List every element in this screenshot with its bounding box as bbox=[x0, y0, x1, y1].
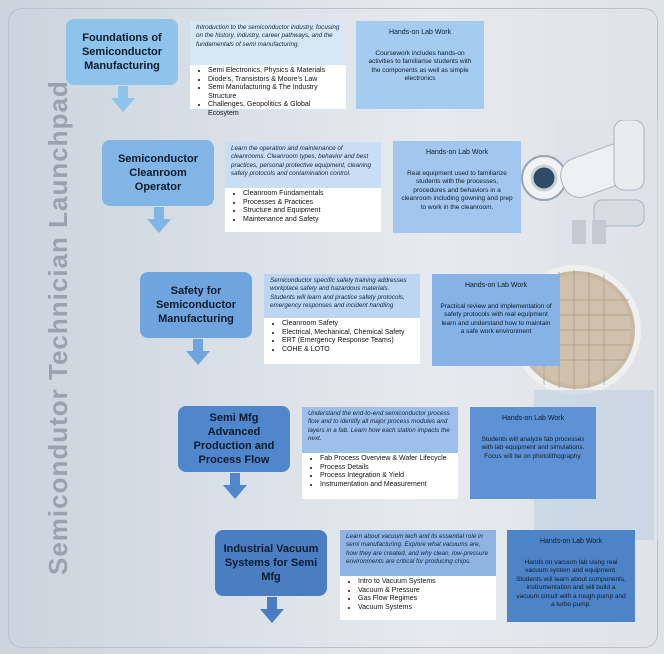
side-title: Semicondutor Technician Launchpad bbox=[43, 80, 73, 575]
module-4-lab-box: Hands-on Lab Work Students will analyze … bbox=[470, 407, 596, 499]
topic: Processes & Practices bbox=[243, 199, 375, 208]
topic: Structure and Equipment bbox=[243, 207, 375, 216]
down-arrow-icon bbox=[111, 86, 135, 112]
topic: Vacuum Systems bbox=[358, 604, 490, 613]
module-5-lab-box: Hands-on Lab Work Hands on vacuum lab us… bbox=[507, 530, 635, 622]
module-5-topics: Intro to Vacuum Systems Vacuum & Pressur… bbox=[340, 576, 496, 620]
topic: Challenges, Geopolitics & Global Ecosyte… bbox=[208, 101, 340, 118]
module-1-title: Foundations of Semiconductor Manufacturi… bbox=[66, 19, 178, 85]
topic: Gas Flow Regimes bbox=[358, 595, 490, 604]
lab-text: Coursework includes hands-on activities … bbox=[368, 49, 472, 83]
topic: Semi Manufacturing & The Industry Struct… bbox=[208, 84, 340, 101]
down-arrow-icon bbox=[223, 473, 247, 499]
module-1-description: Introduction to the semiconductor indust… bbox=[190, 21, 346, 65]
lab-text: Real equipment used to familiarize stude… bbox=[401, 169, 513, 211]
module-3-topics: Cleanroom Safety Electrical, Mechanical,… bbox=[264, 318, 420, 364]
topic: Semi Electronics, Physics & Materials bbox=[208, 67, 340, 76]
module-3-title: Safety for Semiconductor Manufacturing bbox=[140, 272, 252, 338]
module-5-description: Learn about vacuum tech and its essentia… bbox=[340, 530, 496, 576]
module-2-description: Learn the operation and maintenance of c… bbox=[225, 142, 381, 188]
topic: Electrical, Mechanical, Chemical Safety bbox=[282, 329, 414, 338]
module-4-description: Understand the end-to-end semiconductor … bbox=[302, 407, 458, 453]
topic: Cleanroom Safety bbox=[282, 320, 414, 329]
module-4-topics: Fab Process Overview & Wafer Lifecycle P… bbox=[302, 453, 458, 499]
lab-title: Hands-on Lab Work bbox=[425, 149, 489, 156]
lab-title: Hands-on Lab Work bbox=[501, 415, 565, 422]
topic: Vacuum & Pressure bbox=[358, 587, 490, 596]
lab-title: Hands-on Lab Work bbox=[539, 538, 603, 545]
topic: Intro to Vacuum Systems bbox=[358, 578, 490, 587]
topic: Instrumentation and Measurement bbox=[320, 481, 452, 490]
module-2-title: Semiconductor Cleanroom Operator bbox=[102, 140, 214, 206]
topic: ERT (Emergency Response Teams) bbox=[282, 337, 414, 346]
topic: Maintenance and Safety bbox=[243, 216, 375, 225]
module-1-lab-box: Hands-on Lab Work Coursework includes ha… bbox=[356, 21, 484, 109]
lab-text: Students will analyze fab processes with… bbox=[481, 435, 585, 460]
topic: COHE & LOTO bbox=[282, 346, 414, 355]
module-1-topics: Semi Electronics, Physics & Materials Di… bbox=[190, 65, 346, 117]
topic: Process Integration & Yield bbox=[320, 472, 452, 481]
topic: Diode's, Transistors & Moore's Law bbox=[208, 76, 340, 85]
topic: Fab Process Overview & Wafer Lifecycle bbox=[320, 455, 452, 464]
module-4-title: Semi Mfg Advanced Production and Process… bbox=[178, 406, 290, 472]
down-arrow-icon bbox=[260, 597, 284, 623]
topic: Cleanroom Fundamentals bbox=[243, 190, 375, 199]
lab-title: Hands-on Lab Work bbox=[464, 282, 528, 289]
module-3-description: Semiconductor specific safety training a… bbox=[264, 274, 420, 318]
module-3-lab-box: Hands-on Lab Work Practical review and i… bbox=[432, 274, 560, 366]
module-2-topics: Cleanroom Fundamentals Processes & Pract… bbox=[225, 188, 381, 232]
down-arrow-icon bbox=[186, 339, 210, 365]
lab-title: Hands-on Lab Work bbox=[388, 29, 452, 36]
module-2-lab-box: Hands-on Lab Work Real equipment used to… bbox=[393, 141, 521, 233]
lab-text: Hands on vacuum lab using real vacuum sy… bbox=[516, 558, 626, 609]
module-5-title: Industrial Vacuum Systems for Semi Mfg bbox=[215, 530, 327, 596]
down-arrow-icon bbox=[147, 207, 171, 233]
topic: Process Details bbox=[320, 464, 452, 473]
lab-text: Practical review and implementation of s… bbox=[440, 302, 552, 336]
